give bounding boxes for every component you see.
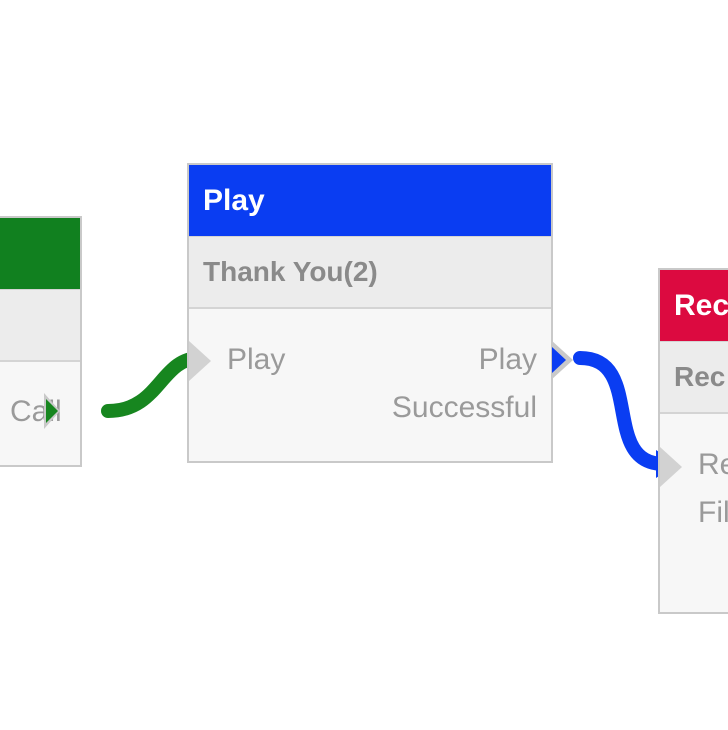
play-node-subtitle: Thank You(2) — [189, 236, 551, 309]
record-node-header: Rec — [660, 270, 728, 341]
connector-play-to-record[interactable] — [573, 351, 671, 471]
start-node-header — [0, 218, 80, 289]
record-input-port-label-line1: Re — [698, 448, 728, 481]
play-node-body: Play Play Successful — [189, 309, 551, 461]
play-output-port-fill — [552, 347, 566, 373]
start-node[interactable]: Call — [0, 216, 82, 467]
record-node-subtitle: Rec — [660, 341, 728, 414]
play-output-port-label-line1: Play — [478, 343, 537, 376]
record-input-port[interactable] — [660, 447, 682, 487]
record-input-port-label-line2: Fil — [698, 496, 728, 529]
record-node-body: Re Fil — [660, 414, 728, 612]
start-output-port-fill — [46, 399, 58, 423]
play-node-header: Play — [189, 165, 551, 236]
play-output-port-label-line2: Successful — [391, 391, 537, 424]
play-input-port[interactable] — [189, 341, 211, 381]
start-node-body: Call — [0, 362, 80, 465]
record-node[interactable]: Rec Rec Re Fil — [658, 268, 728, 614]
start-node-subtitle — [0, 289, 80, 362]
play-input-port-label: Play — [227, 343, 286, 376]
play-node[interactable]: Play Thank You(2) Play Play Successful — [187, 163, 553, 463]
